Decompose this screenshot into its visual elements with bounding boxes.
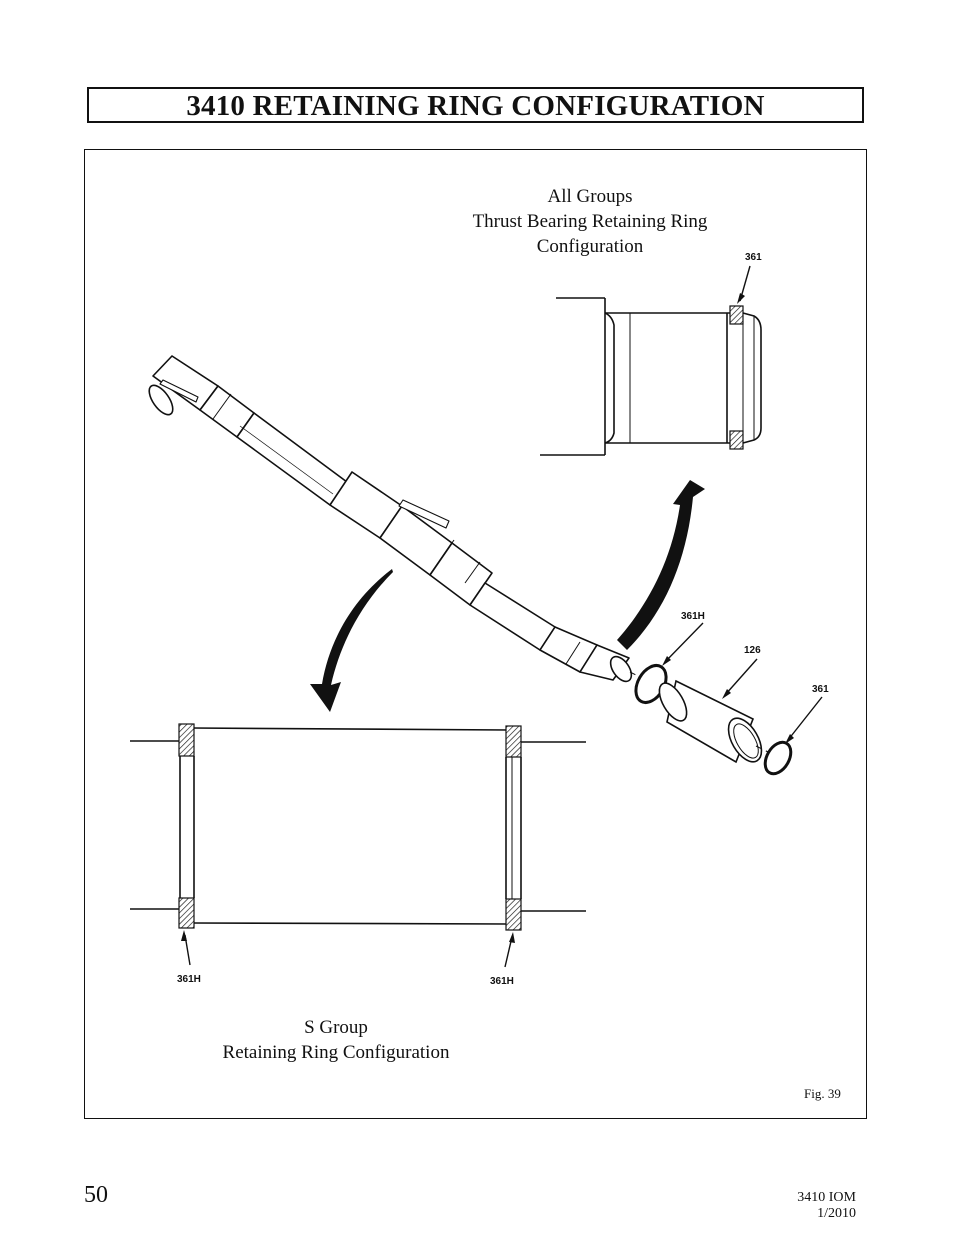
pump-shaft: [148, 355, 633, 683]
callout-361h-right: 361H: [490, 976, 514, 987]
bearing-sleeve-126: [658, 679, 763, 764]
callout-361-top: 361: [745, 252, 762, 263]
ring-section-top-lower: [729, 430, 744, 450]
page-title: 3410 RETAINING RING CONFIGURATION: [186, 90, 765, 122]
caption-line: S Group: [304, 1017, 368, 1038]
ring-section-right-lower: [505, 898, 522, 931]
curved-arrow-down: [310, 569, 393, 712]
curved-arrow-up: [617, 480, 705, 650]
callout-126: 126: [744, 645, 761, 656]
ring-section-top-upper: [729, 305, 744, 325]
ring-section-right-upper: [505, 725, 522, 758]
retaining-ring-361-exploded: [763, 740, 793, 776]
page-number: 50: [84, 1182, 108, 1208]
s-group-caption: S Group Retaining Ring Configuration: [180, 1015, 492, 1065]
caption-line: Thrust Bearing Retaining Ring: [472, 211, 708, 232]
thrust-bearing-caption: All Groups Thrust Bearing Retaining Ring…: [440, 184, 740, 259]
document-reference: 3410 IOM 1/2010: [797, 1190, 856, 1221]
s-group-detail: [130, 727, 586, 925]
ring-section-left-upper: [178, 723, 195, 757]
callout-361h-exploded: 361H: [681, 611, 705, 622]
callout-361h-left: 361H: [177, 974, 201, 985]
page-title-box: 3410 RETAINING RING CONFIGURATION: [87, 87, 864, 123]
callout-361-exploded: 361: [812, 684, 829, 695]
thrust-bearing-detail: [540, 297, 762, 456]
caption-line: Retaining Ring Configuration: [222, 1042, 450, 1063]
figure-frame: [84, 149, 867, 1119]
caption-line: Configuration: [536, 236, 644, 257]
caption-line: All Groups: [547, 186, 633, 207]
ring-section-left-lower: [178, 897, 195, 929]
figure-label: Fig. 39: [804, 1086, 841, 1101]
